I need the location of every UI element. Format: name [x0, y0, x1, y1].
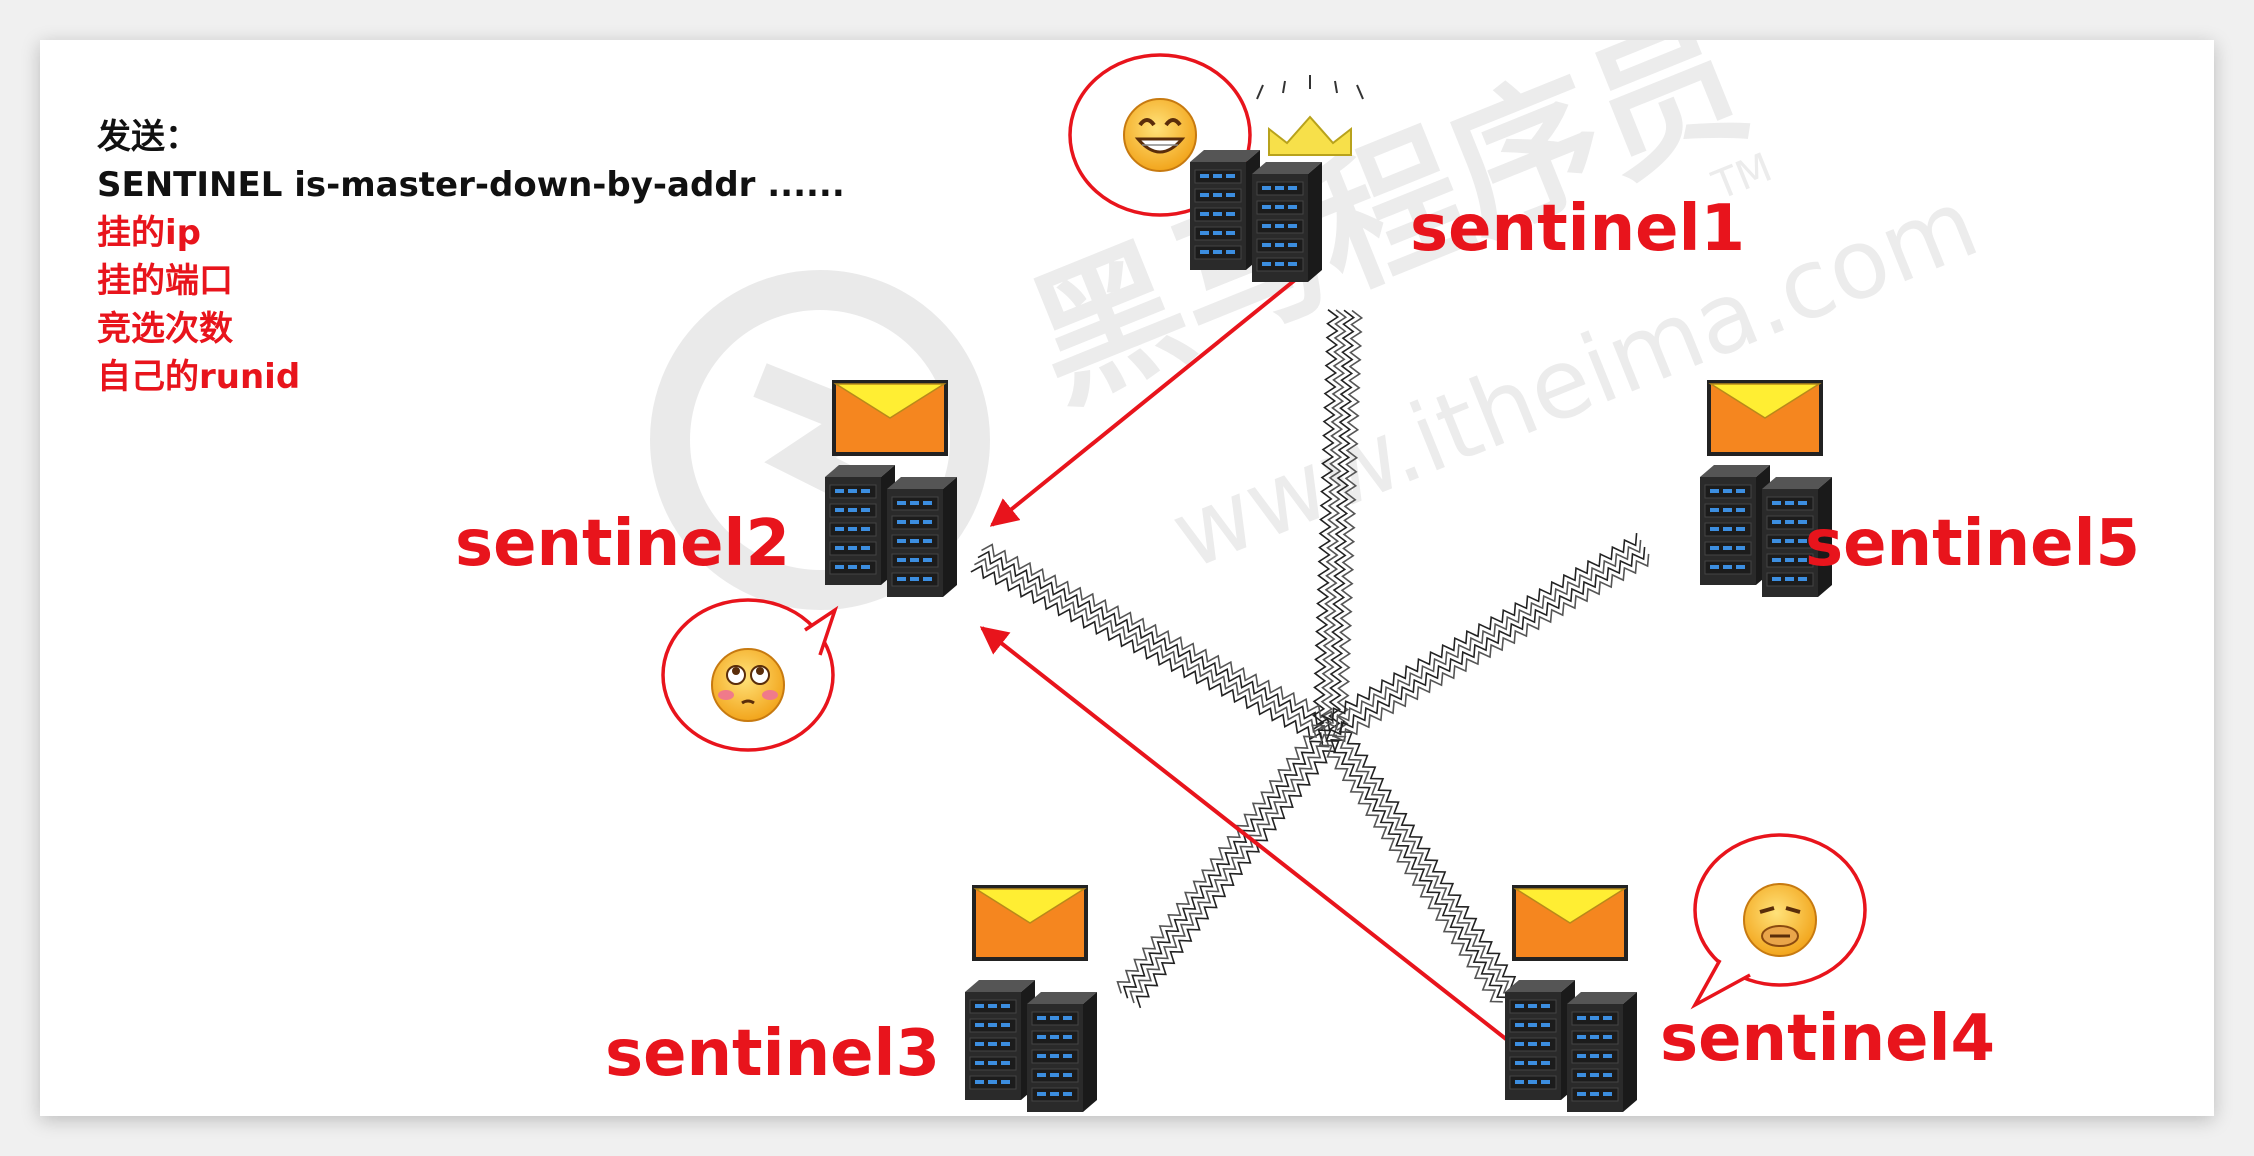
envelope-icon	[832, 380, 948, 456]
link-sentinel2	[970, 543, 1334, 746]
envelope-icon	[1707, 380, 1823, 456]
server-icon	[1700, 465, 1832, 597]
emoji-blush-icon	[711, 648, 785, 722]
panel-line-runid: 自己的runid	[97, 357, 301, 397]
arrow-sentinel1-to-sentinel2	[989, 278, 1297, 527]
server-icon	[1505, 980, 1637, 1112]
gossip-links	[970, 309, 1650, 1009]
sentinel-nodes: sentinel1 sentinel2 sentinel3 sentinel4 sent…	[455, 53, 2140, 1112]
panel-line-port: 挂的端口	[97, 261, 233, 301]
node-sentinel5: sentinel5	[1700, 380, 2140, 597]
vote-request-arrows	[979, 278, 1522, 1052]
node-label-sentinel1: sentinel1	[1410, 192, 1745, 266]
link-sentinel3	[1116, 724, 1344, 1009]
panel-line-send: 发送：	[97, 117, 199, 157]
node-sentinel2: sentinel2	[455, 380, 957, 752]
sentinel-diagram: 黑马程序员 TM www.itheima.com sentinel1sentin…	[455, 40, 2140, 1112]
panel-line-epoch: 竞选次数	[97, 309, 233, 349]
emoji-worried-icon	[1743, 883, 1817, 957]
slide-canvas: 发送： SENTINEL is-master-down-by-addr ....…	[40, 40, 2214, 1116]
panel-line-command: SENTINEL is-master-down-by-addr ......	[97, 165, 845, 205]
emoji-grin-icon	[1123, 98, 1197, 172]
node-label-sentinel4: sentinel4	[1660, 1002, 1995, 1076]
arrow-sentinel4-to-sentinel2	[979, 626, 1522, 1052]
node-label-sentinel3: sentinel3	[605, 1017, 940, 1091]
envelope-icon	[1512, 885, 1628, 961]
envelope-icon	[972, 885, 1088, 961]
server-icon	[965, 980, 1097, 1112]
node-label-sentinel2: sentinel2	[455, 507, 790, 581]
server-icon	[825, 465, 957, 597]
link-sentinel4	[1318, 720, 1523, 1003]
crown-icon	[1256, 75, 1364, 156]
server-icon	[1190, 150, 1322, 282]
panel-line-ip: 挂的ip	[97, 213, 201, 253]
node-sentinel4: sentinel4	[1505, 833, 1995, 1112]
link-sentinel1	[1312, 309, 1364, 731]
link-sentinel5	[1321, 533, 1650, 743]
node-sentinel1: sentinel1	[1068, 53, 1745, 282]
node-label-sentinel5: sentinel5	[1805, 507, 2140, 581]
node-sentinel3: sentinel3	[605, 885, 1097, 1112]
